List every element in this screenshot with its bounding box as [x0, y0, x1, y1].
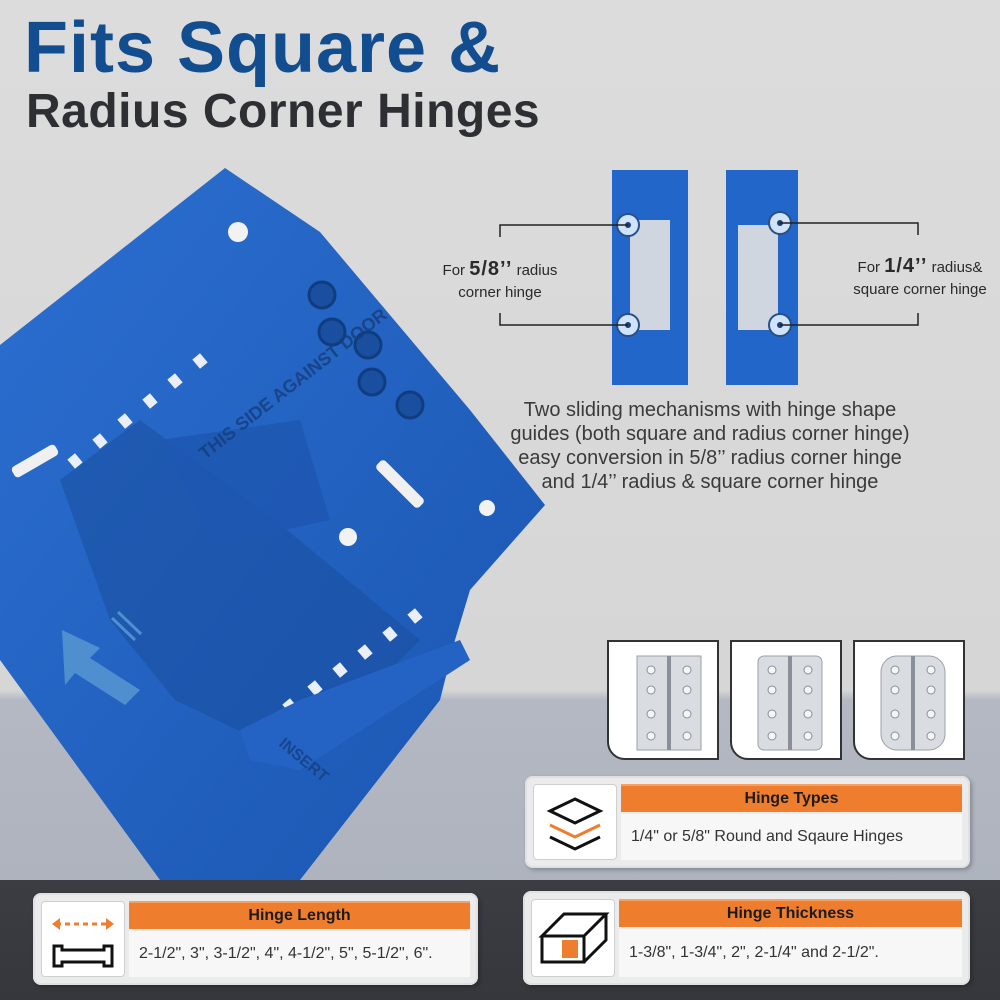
callout-right-suffix: radius& — [931, 259, 983, 276]
direction-arrow-icon — [62, 630, 140, 705]
sliding-mechanisms-illustration — [499, 170, 919, 385]
callout-five-eighths: For 5/8’’ radius corner hinge — [430, 256, 570, 303]
callout-right-line2: square corner hinge — [853, 281, 987, 298]
hinge-thickness-text: 1-3/8", 1-3/4", 2", 2-1/4" and 2-1/2". — [619, 929, 962, 977]
callout-right-size: 1/4’’ — [884, 255, 928, 277]
hinge-types-text: 1/4" or 5/8" Round and Sqaure Hinges — [621, 814, 962, 860]
feature-hinge-thickness: Hinge Thickness 1-3/8", 1-3/4", 2", 2-1/… — [523, 891, 970, 985]
headline-line2: Radius Corner Hinges — [26, 85, 541, 138]
hinge-length-title: Hinge Length — [129, 901, 470, 929]
hinge-card-square — [607, 640, 719, 760]
hinge-card-quarter-radius — [730, 640, 842, 760]
callout-left-suffix: radius — [516, 262, 558, 279]
hinge-length-text: 2-1/2", 3", 3-1/2", 4", 4-1/2", 5", 5-1/… — [129, 931, 470, 977]
callout-right-prefix: For — [857, 259, 881, 276]
hinge-thickness-title: Hinge Thickness — [619, 899, 962, 927]
length-icon — [52, 918, 114, 968]
callout-left-size: 5/8’’ — [469, 258, 513, 280]
hinge-types-iconbox — [533, 784, 617, 860]
feature-hinge-length: Hinge Length 2-1/2", 3", 3-1/2", 4", 4-1… — [33, 893, 478, 985]
square-hinge-icon — [636, 655, 702, 751]
layers-icon — [546, 797, 604, 851]
hinge-thickness-iconbox — [531, 899, 615, 977]
callout-left-prefix: For — [442, 262, 466, 279]
callout-left-line2: corner hinge — [458, 284, 542, 301]
thickness-icon — [538, 912, 610, 964]
quarter-radius-hinge-icon — [757, 655, 823, 751]
hinge-types-title: Hinge Types — [621, 784, 962, 812]
five-eighths-radius-hinge-icon — [880, 655, 946, 751]
feature-hinge-types: Hinge Types 1/4" or 5/8" Round and Sqaur… — [525, 776, 970, 868]
callout-quarter-inch: For 1/4’’ radius& square corner hinge — [840, 253, 1000, 300]
description-text: Two sliding mechanisms with hinge shape … — [510, 399, 910, 493]
headline-line1: Fits Square & — [24, 8, 502, 88]
hinge-card-five-eighths-radius — [853, 640, 965, 760]
hinge-length-iconbox — [41, 901, 125, 977]
